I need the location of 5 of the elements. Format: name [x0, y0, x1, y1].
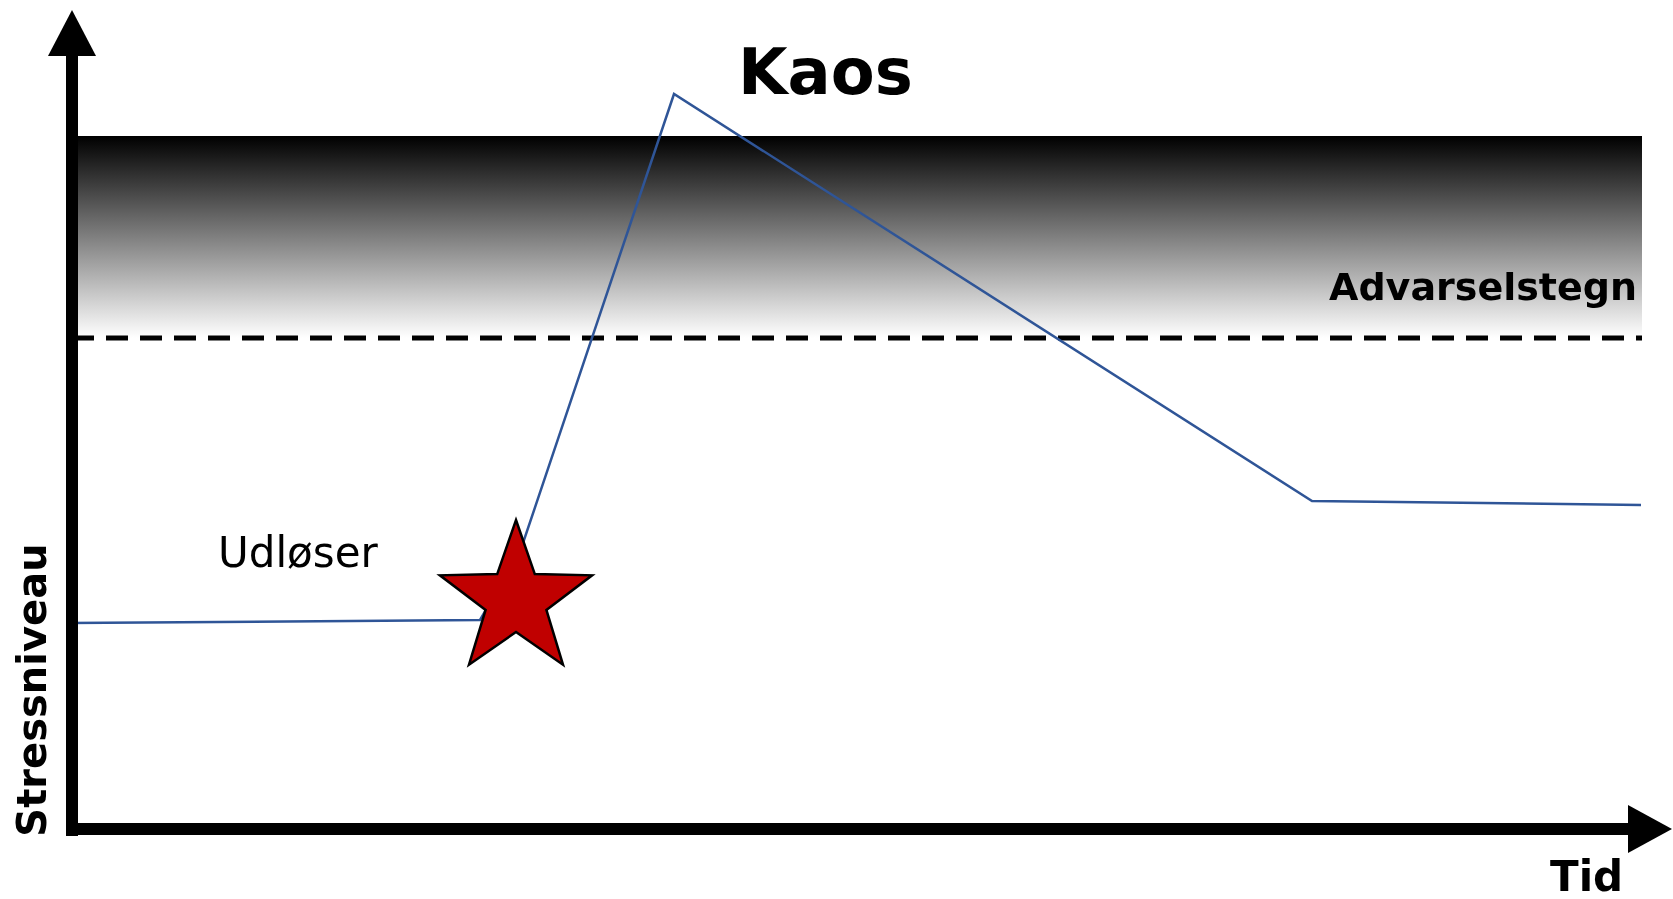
chart-title: Kaos: [738, 40, 913, 104]
axis-label: Stressniveau: [12, 543, 52, 837]
zone-label: Advarselstegn: [1329, 268, 1637, 306]
trigger-label: Udløser: [218, 532, 378, 574]
axis-label: Tid: [1550, 856, 1624, 898]
